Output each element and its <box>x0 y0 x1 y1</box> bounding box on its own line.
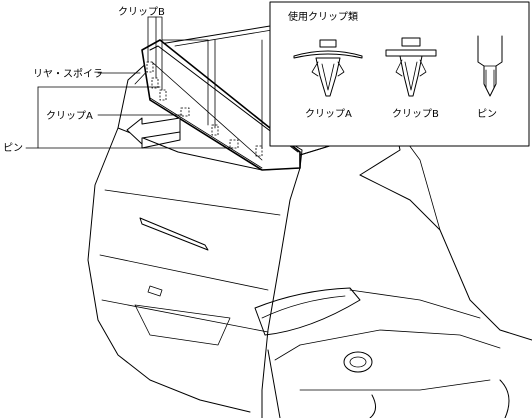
clip-legend-box <box>269 1 530 147</box>
clip-b-icon <box>385 37 437 97</box>
clip-a-icon <box>293 39 363 97</box>
legend-label-clip-b: クリップB <box>392 108 439 120</box>
clip-positions <box>146 61 263 157</box>
removal-direction-arrow <box>126 117 181 149</box>
pin-icon <box>477 35 503 97</box>
legend-label-clip-a: クリップA <box>305 108 352 120</box>
label-clip-a: クリップA <box>46 110 93 122</box>
label-pin: ピン <box>3 142 23 154</box>
label-rear-spoiler: リヤ・スポイラ <box>33 68 103 80</box>
rear-spoiler <box>141 39 301 171</box>
leader-lines <box>25 16 263 149</box>
label-clip-b-top: クリップB <box>118 6 165 18</box>
legend-title: 使用クリップ類 <box>288 10 358 23</box>
legend-label-pin: ピン <box>477 108 497 120</box>
